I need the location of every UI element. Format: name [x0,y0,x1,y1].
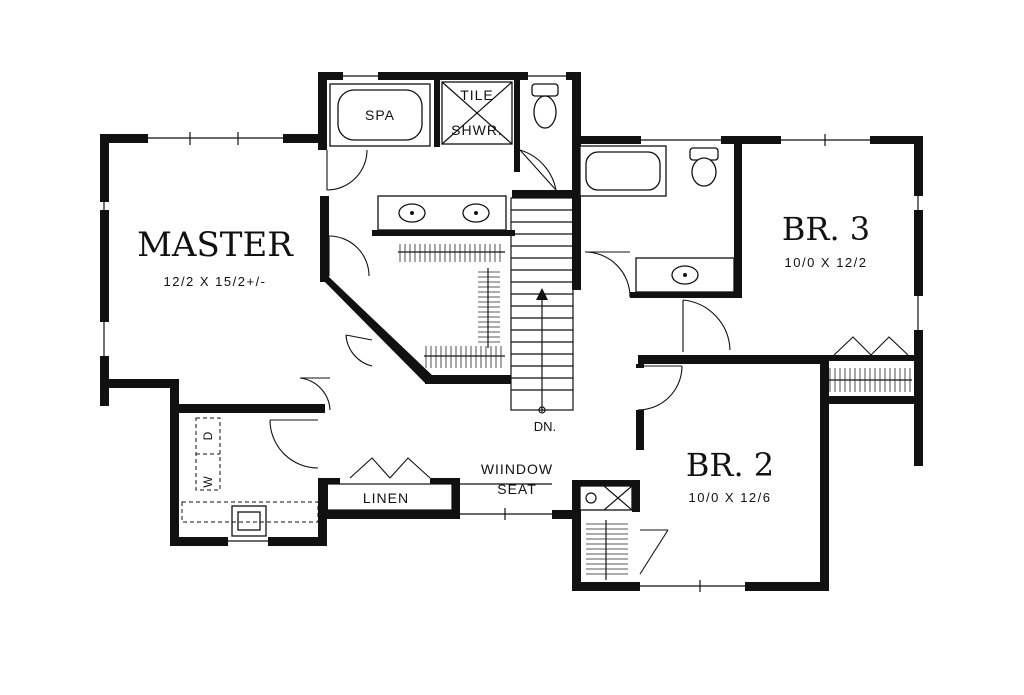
washer-label: W [201,476,215,488]
stair-down-label: DN. [534,419,556,434]
window-seat-label-line1: WIINDOW [481,461,553,477]
fixtures [231,81,735,537]
windows [103,75,919,592]
room-name-br3: BR. 3 [782,210,870,248]
spa-label: SPA [365,107,395,123]
room-dims-br3: 10/0 X 12/2 [785,255,868,270]
stair-arrow-icon [536,288,548,300]
room-name-br2: BR. 2 [686,446,774,484]
closet-rods [319,244,912,580]
window-seat-label-line2: SEAT [497,481,537,497]
laundry-appliances [181,417,319,523]
linen-label: LINEN [363,490,409,506]
shower-label-line2: SHWR. [451,122,503,138]
room-dims-br2: 10/0 X 12/6 [689,490,772,505]
walls [100,72,923,591]
staircase [510,197,574,414]
dryer-label: D [201,431,215,440]
room-name-master: MASTER [137,225,294,265]
doors [269,149,909,575]
shower-label-line1: TILE [460,87,494,103]
room-dims-master: 12/2 X 15/2+/- [163,274,266,289]
